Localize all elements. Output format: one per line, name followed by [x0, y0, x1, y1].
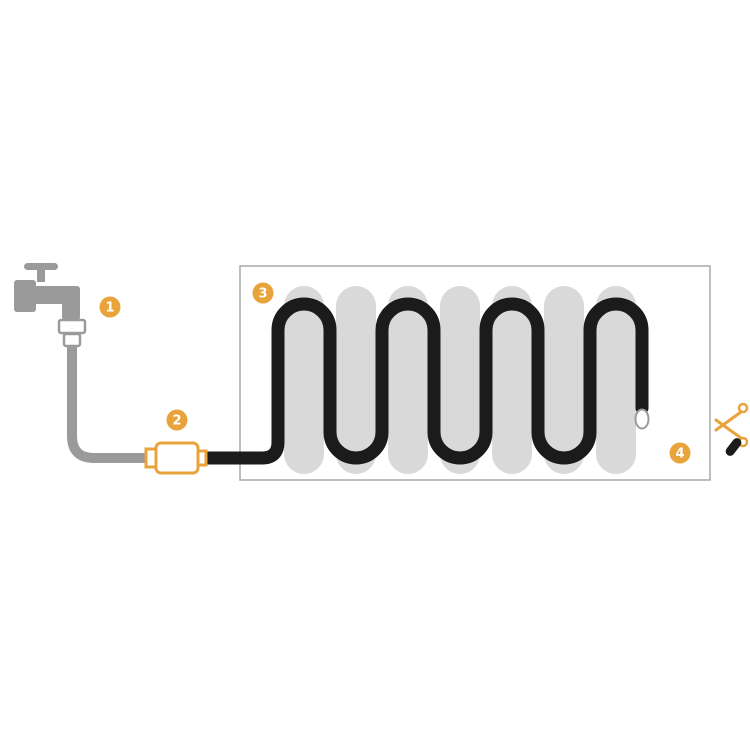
soaker-hose-icon [197, 297, 649, 465]
faucet-adapter-lower [62, 332, 82, 348]
scissors-blade [714, 410, 743, 432]
scissors-blade [714, 418, 743, 440]
faucet-spout [62, 294, 80, 320]
faucet-adapter-upper [57, 318, 87, 335]
faucet-icon [14, 263, 87, 348]
marker-3: 3 [252, 282, 274, 304]
soil-row [388, 286, 428, 474]
marker-2: 2 [166, 409, 188, 431]
soil-row [544, 286, 584, 474]
faucet-stem [37, 268, 45, 282]
marker-1-circle [99, 296, 121, 318]
scissors-icon [714, 402, 749, 448]
soil-rows [284, 286, 636, 474]
marker-4: 4 [669, 442, 691, 464]
supply-hose [67, 341, 155, 463]
marker-1: 1 [99, 296, 121, 318]
connector-body [154, 441, 200, 475]
marker-4-circle [669, 442, 691, 464]
soil-row [596, 286, 636, 474]
faucet-handle [24, 263, 58, 270]
hose-connector-icon [144, 441, 208, 475]
scissors-handle [737, 402, 749, 414]
marker-2-label: 2 [172, 414, 181, 429]
soil-row [336, 286, 376, 474]
soil-row [492, 286, 532, 474]
marker-4-label: 4 [675, 447, 684, 462]
marker-3-label: 3 [258, 287, 267, 302]
marker-2-circle [166, 409, 188, 431]
cut-hose-piece [725, 438, 742, 456]
marker-3-circle [252, 282, 274, 304]
soil-row [440, 286, 480, 474]
end-cap-icon [634, 408, 650, 430]
soil-row [284, 286, 324, 474]
marker-1-label: 1 [105, 301, 114, 316]
